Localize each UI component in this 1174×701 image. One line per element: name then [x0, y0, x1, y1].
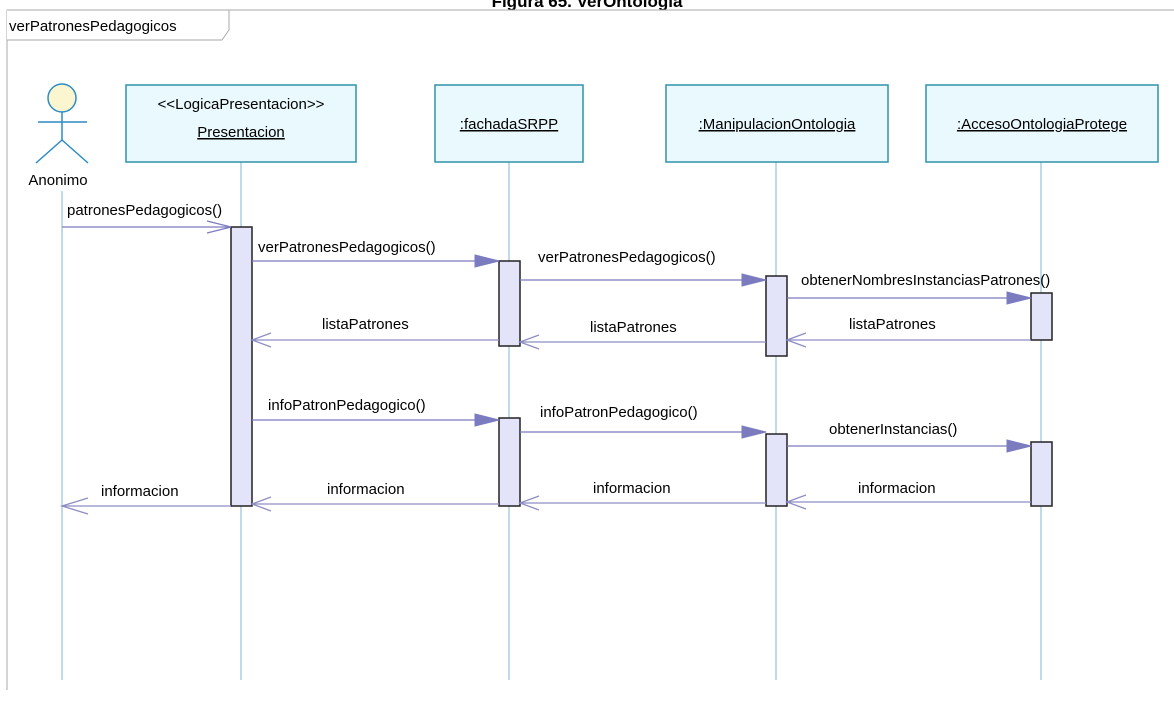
message-call: verPatronesPedagogicos() — [252, 239, 500, 268]
message-label: informacion — [858, 480, 936, 497]
activation-manipulacion-2 — [765, 433, 788, 507]
activation-bars — [230, 226, 1053, 507]
message-return: informacion — [518, 480, 766, 511]
message-label: listaPatrones — [849, 316, 936, 333]
message-label: listaPatrones — [590, 319, 677, 336]
message-return: listaPatrones — [785, 316, 1031, 348]
activation-manipulacion-1 — [765, 275, 788, 357]
lifeline-name: :fachadaSRPP — [460, 116, 558, 133]
message-call: infoPatronPedagogico() — [252, 397, 500, 427]
message-call: obtenerNombresInstanciasPatrones() — [787, 272, 1050, 305]
activation-fachada-1 — [498, 260, 521, 347]
actor-head-icon — [47, 83, 77, 113]
message-call: obtenerInstancias() — [787, 421, 1032, 453]
lifeline-box-fachada: :fachadaSRPP — [434, 84, 584, 163]
lifeline-box-manipulacion: :ManipulacionOntologia — [665, 84, 889, 163]
lifeline-stereotype: <<LogicaPresentacion>> — [158, 96, 325, 113]
message-label: infoPatronPedagogico() — [268, 397, 426, 414]
actor-name: Anonimo — [28, 172, 87, 189]
actor-figure: Anonimo — [28, 83, 89, 189]
activation-presentacion — [230, 226, 253, 507]
message-return: listaPatrones — [250, 316, 499, 348]
lifeline-name: Presentacion — [197, 124, 285, 141]
frame-name: verPatronesPedagogicos — [9, 18, 177, 35]
message-return: informacion — [59, 483, 231, 515]
lifeline-name: :ManipulacionOntologia — [699, 116, 856, 133]
message-return: informacion — [785, 480, 1031, 510]
message-label: informacion — [101, 483, 179, 500]
interaction-frame: verPatronesPedagogicos — [6, 9, 1174, 690]
message-label: informacion — [593, 480, 671, 497]
message-return: listaPatrones — [518, 319, 766, 350]
message-call: infoPatronPedagogico() — [520, 404, 767, 439]
lifeline-name: :AccesoOntologiaProtege — [957, 116, 1127, 133]
activation-acceso-1 — [1030, 292, 1053, 341]
messages: patronesPedagogicos() verPatronesPedagog… — [59, 202, 1050, 515]
message-label: infoPatronPedagogico() — [540, 404, 698, 421]
figure-caption: Figura 65. VerOntologia — [492, 0, 683, 11]
message-label: verPatronesPedagogicos() — [538, 249, 716, 266]
message-return: informacion — [250, 481, 499, 512]
message-label: obtenerInstancias() — [829, 421, 957, 438]
frame-name-tab — [7, 9, 230, 41]
lifeline-box-acceso: :AccesoOntologiaProtege — [925, 84, 1159, 163]
message-call: patronesPedagogicos() — [62, 202, 232, 234]
activation-acceso-2 — [1030, 441, 1053, 507]
activation-fachada-2 — [498, 417, 521, 507]
message-label: patronesPedagogicos() — [67, 202, 222, 219]
message-call: verPatronesPedagogicos() — [520, 249, 767, 287]
lifeline-box-presentacion: <<LogicaPresentacion>> Presentacion — [125, 84, 357, 163]
message-label: informacion — [327, 481, 405, 498]
message-label: obtenerNombresInstanciasPatrones() — [801, 272, 1050, 289]
message-label: verPatronesPedagogicos() — [258, 239, 436, 256]
message-label: listaPatrones — [322, 316, 409, 333]
